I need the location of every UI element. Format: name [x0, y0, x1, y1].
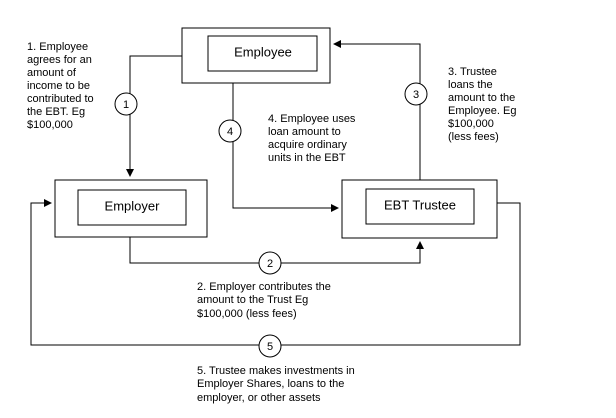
step-badge-4: 4 — [218, 119, 242, 143]
svg-text:4: 4 — [227, 126, 233, 138]
svg-text:2: 2 — [267, 258, 273, 270]
step-badge-2: 2 — [258, 251, 282, 275]
flow-arrow-3 — [333, 40, 421, 180]
trustee-label: EBT Trustee — [384, 197, 456, 212]
step-badge-3: 3 — [404, 82, 428, 106]
employer-node: Employer — [54, 179, 208, 238]
svg-text:1: 1 — [123, 99, 129, 111]
svg-text:5: 5 — [267, 341, 273, 353]
step-badge-5: 5 — [258, 334, 282, 358]
employer-label: Employer — [105, 198, 161, 213]
employee-label: Employee — [234, 44, 292, 59]
step-2-description: 2. Employer contributes the amount to th… — [197, 281, 334, 320]
step-4-description: 4. Employee uses loan amount to acquire … — [268, 113, 359, 164]
step-3-description: 3. Trustee loans the amount to the Emplo… — [448, 66, 520, 143]
step-5-description: 5. Trustee makes investments in Employer… — [197, 365, 358, 404]
svg-text:3: 3 — [413, 89, 419, 101]
trustee-node: EBT Trustee — [341, 179, 498, 239]
flow-arrow-1 — [126, 55, 182, 177]
step-badge-1: 1 — [114, 92, 138, 116]
step-1-description: 1. Employee agrees for an amount of inco… — [27, 41, 97, 131]
employee-node: Employee — [181, 27, 331, 84]
